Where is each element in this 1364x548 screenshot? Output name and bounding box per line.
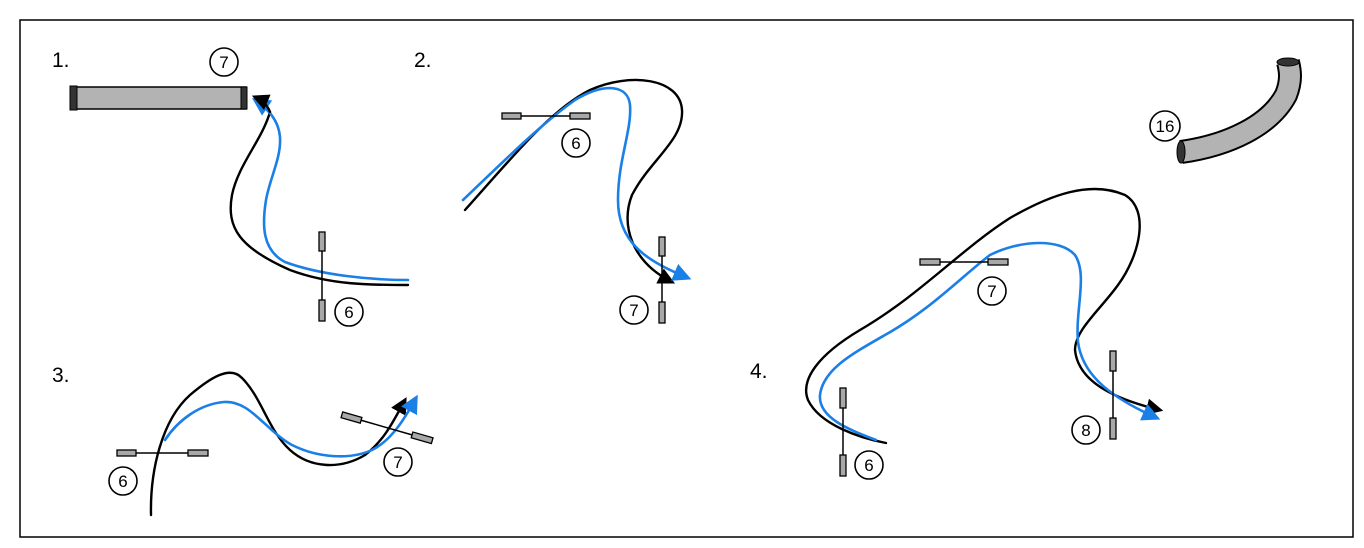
step-4: 4. 7 6 8 [750,187,1164,480]
blue-routing-path [163,394,418,458]
clip-vertical [1109,350,1117,440]
callout-6: 6 [108,466,138,496]
diagram-border [19,19,1354,538]
blue-routing-path [461,86,692,281]
black-routing-path [805,187,1164,445]
blue-routing-path [251,97,410,282]
step-1-label: 1. [52,49,70,72]
svg-text:7: 7 [219,53,228,72]
svg-text:6: 6 [344,303,353,322]
clip-angled [340,411,434,445]
clip-vertical [318,231,326,322]
callout-7: 7 [619,295,649,325]
clip-horizontal [116,449,209,457]
blue-routing-path [818,241,1161,442]
svg-text:6: 6 [571,134,580,153]
callout-16: 16 [1149,110,1181,142]
svg-text:7: 7 [393,453,402,472]
svg-text:16: 16 [1156,117,1175,136]
black-routing-path [463,78,684,284]
step-3: 3. 6 7 [52,364,434,517]
callout-7: 7 [383,447,413,477]
callout-6: 6 [561,128,591,158]
clip-horizontal [919,258,1009,266]
step-4-label: 4. [750,360,768,383]
svg-text:8: 8 [1081,421,1090,440]
callout-7: 7 [977,276,1007,306]
curved-hose [1176,57,1302,164]
step-2-label: 2. [414,49,432,72]
callout-7: 7 [209,47,239,77]
black-routing-path [229,110,410,287]
step-2: 2. 6 7 [414,49,692,325]
step-3-label: 3. [52,364,70,387]
callout-8: 8 [1071,415,1101,445]
step-1: 1. 7 6 [52,47,410,327]
svg-text:6: 6 [118,472,127,491]
svg-text:7: 7 [629,301,638,320]
straight-tube [69,85,248,111]
clip-vertical [658,236,666,324]
black-routing-path [149,371,407,517]
callout-6: 6 [854,450,884,480]
svg-text:7: 7 [987,282,996,301]
callout-6: 6 [334,297,364,327]
svg-text:6: 6 [864,456,873,475]
black-path-arrow [251,94,272,114]
clip-vertical [839,387,847,477]
clip-horizontal [501,112,591,120]
